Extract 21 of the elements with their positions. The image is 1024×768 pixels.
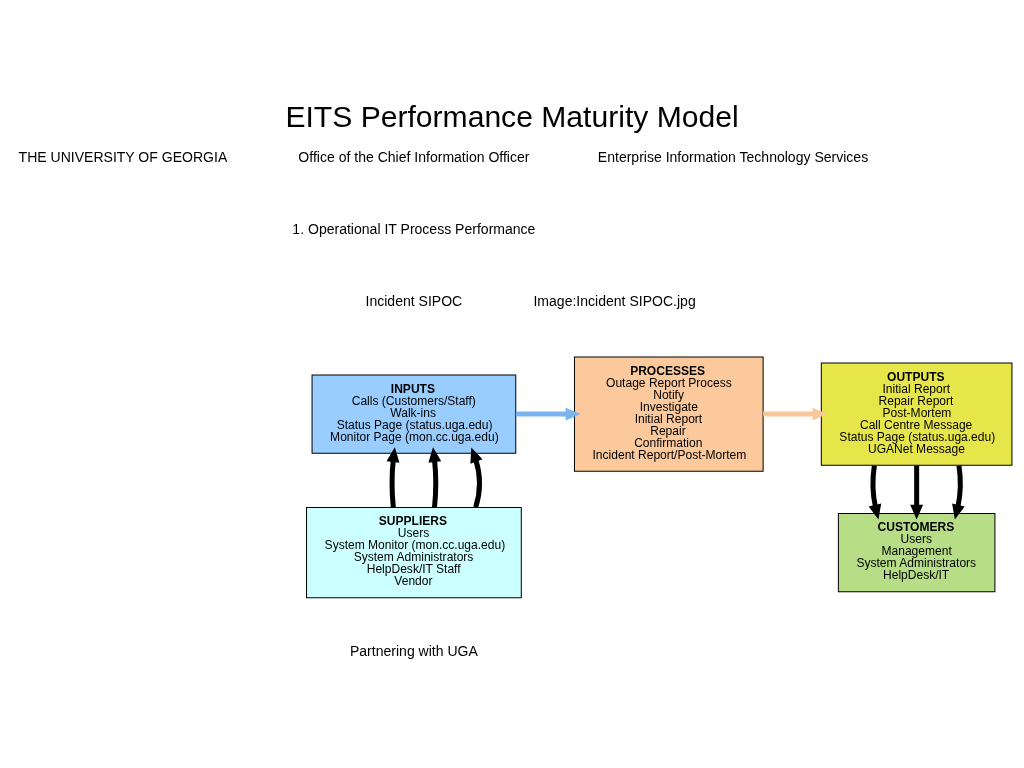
diagram-title: EITS Performance Maturity Model (285, 99, 739, 133)
label: Enterprise Information Technology Services (597, 148, 869, 165)
label: THE UNIVERSITY OF GEORGIA (18, 148, 228, 165)
label: Incident SIPOC (365, 292, 463, 309)
label: 1. Operational IT Process Performance (292, 220, 536, 237)
label: Office of the Chief Information Officer (298, 148, 530, 165)
node-box: CUSTOMERS Users Management System Administrators HelpDesk/IT (837, 512, 996, 592)
node-box: SUPPLIERS Users System Monitor (mon.cc.uga.edu) System Administrators HelpDesk/IT Staff Vendor (306, 506, 522, 598)
arrow (428, 446, 442, 507)
arrow (868, 464, 882, 519)
arrow (515, 407, 581, 421)
arrow (763, 407, 828, 421)
node-box: OUTPUTS Initial Report Repair Report Post-Mortem Call Centre Message Status Page (status.uga.edu) UGANet Message (820, 361, 1013, 466)
arrow (952, 464, 965, 519)
arrow (470, 447, 483, 508)
arrow (910, 465, 924, 520)
node-box: INPUTS Calls (Customers/Staff) Walk-ins Status Page (status.uga.edu) Monitor Page (mon.cc.uga.edu) (311, 373, 517, 454)
arrow (386, 446, 400, 507)
node-box: PROCESSES Outage Report Process Notify Investigate Initial Report Repair Confirmation Incident Report/Post-Mortem (573, 355, 764, 472)
label: Image:Incident SIPOC.jpg (533, 292, 696, 309)
label: Partnering with UGA (349, 642, 478, 659)
